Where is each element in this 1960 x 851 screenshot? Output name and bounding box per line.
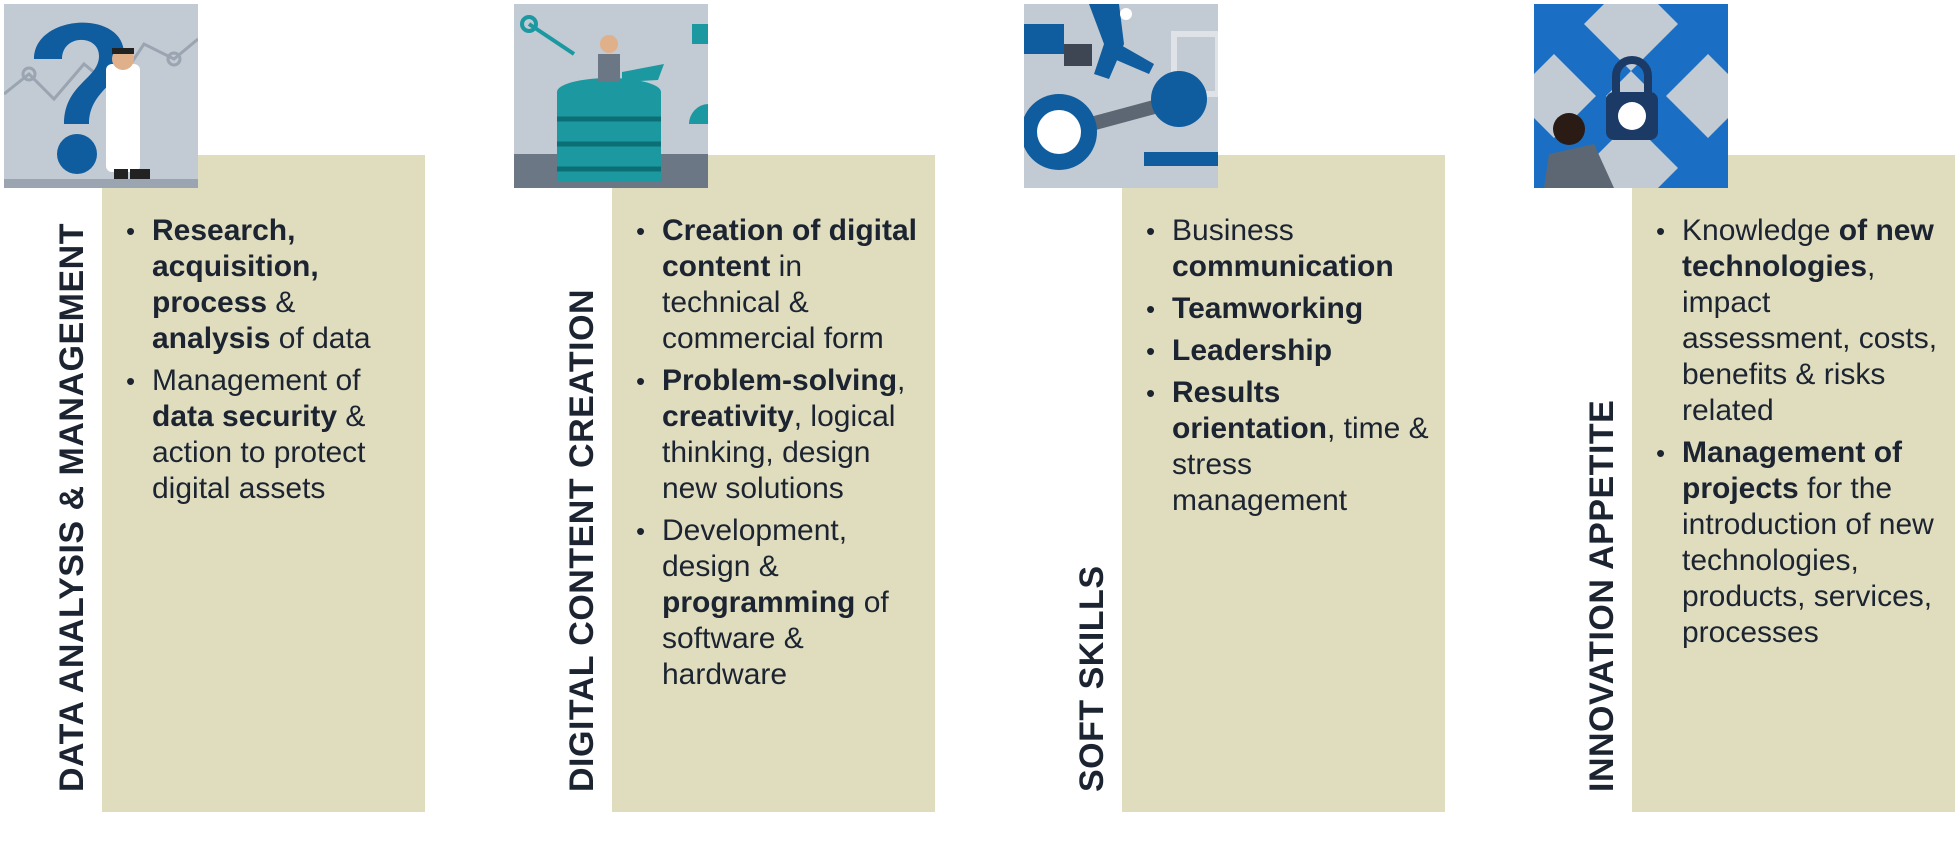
column-soft-skills: SOFT SKILLS Business communicationTeamwo… bbox=[1020, 0, 1450, 851]
padlock-arrows-person-icon bbox=[1534, 4, 1728, 188]
bullet-item: Management of projects for the introduct… bbox=[1656, 435, 1943, 651]
text: for the introduction of new technologies… bbox=[1682, 472, 1934, 649]
text: , bbox=[897, 364, 906, 397]
column-digital-content: DIGITAL CONTENT CREATION Creation of dig… bbox=[510, 0, 940, 851]
bullet-item: Creation of digital content in technical… bbox=[636, 213, 923, 357]
bold-text: Teamworking bbox=[1172, 292, 1364, 325]
bold-text: Research, acquisition, process bbox=[152, 214, 319, 319]
bullet-list: Research, acquisition, process & analysi… bbox=[102, 155, 425, 507]
bold-text: of new technologies bbox=[1682, 214, 1934, 283]
running-businessman-icon bbox=[1024, 4, 1218, 188]
content-panel: Business communicationTeamworkingLeaders… bbox=[1122, 155, 1445, 812]
text: in technical & commercial form bbox=[662, 250, 884, 355]
database-laptop-person-icon bbox=[514, 4, 708, 188]
column-title: SOFT SKILLS bbox=[1073, 565, 1111, 793]
column-title: DATA ANALYSIS & MANAGEMENT bbox=[53, 223, 91, 792]
bold-text: analysis bbox=[152, 322, 271, 355]
bullet-item: Development, design & programming of sof… bbox=[636, 513, 923, 693]
bold-text: Leadership bbox=[1172, 334, 1333, 367]
bullet-list: Knowledge of new technologies, impact as… bbox=[1632, 155, 1955, 651]
text: Knowledge bbox=[1682, 214, 1839, 247]
bullet-list: Business communicationTeamworkingLeaders… bbox=[1122, 155, 1445, 519]
bullet-item: Teamworking bbox=[1146, 291, 1433, 327]
bullet-list: Creation of digital content in technical… bbox=[612, 155, 935, 693]
bold-text: Problem-solving bbox=[662, 364, 898, 397]
bullet-item: Problem-solving, creativity, logical thi… bbox=[636, 363, 923, 507]
text: Management of bbox=[152, 364, 361, 397]
bullet-item: Research, acquisition, process & analysi… bbox=[126, 213, 413, 357]
bold-text: data security bbox=[152, 400, 338, 433]
question-mark-scientist-icon bbox=[4, 4, 198, 188]
bold-text: Creation of digital content bbox=[662, 214, 917, 283]
content-panel: Knowledge of new technologies, impact as… bbox=[1632, 155, 1955, 812]
bullet-item: Results orientation, time & stress manag… bbox=[1146, 375, 1433, 519]
column-innovation: INNOVATION APPETITE Knowledge of new tec… bbox=[1530, 0, 1960, 851]
text: & action to protect digital assets bbox=[152, 400, 366, 505]
bullet-item: Leadership bbox=[1146, 333, 1433, 369]
bold-text: communication bbox=[1172, 250, 1394, 283]
text: , impact assessment, costs, benefits & r… bbox=[1682, 250, 1938, 427]
text: of software & hardware bbox=[662, 586, 889, 691]
column-data-analysis: DATA ANALYSIS & MANAGEMENT Research, acq… bbox=[0, 0, 430, 851]
bullet-item: Business communication bbox=[1146, 213, 1433, 285]
bold-text: Management of projects bbox=[1682, 436, 1903, 505]
text: & bbox=[267, 286, 296, 319]
bold-text: Results orientation bbox=[1172, 376, 1327, 445]
text: of data bbox=[270, 322, 371, 355]
column-title: DIGITAL CONTENT CREATION bbox=[563, 288, 601, 792]
bold-text: programming bbox=[662, 586, 856, 619]
bullet-item: Management of data security & action to … bbox=[126, 363, 413, 507]
content-panel: Creation of digital content in technical… bbox=[612, 155, 935, 812]
text: Development, design & bbox=[662, 514, 848, 583]
content-panel: Research, acquisition, process & analysi… bbox=[102, 155, 425, 812]
bold-text: creativity bbox=[662, 400, 794, 433]
text: Business bbox=[1172, 214, 1294, 247]
column-title: INNOVATION APPETITE bbox=[1583, 399, 1621, 792]
bullet-item: Knowledge of new technologies, impact as… bbox=[1656, 213, 1943, 429]
text: , logical thinking, design new solutions bbox=[662, 400, 896, 505]
text: , time & stress management bbox=[1172, 412, 1429, 517]
